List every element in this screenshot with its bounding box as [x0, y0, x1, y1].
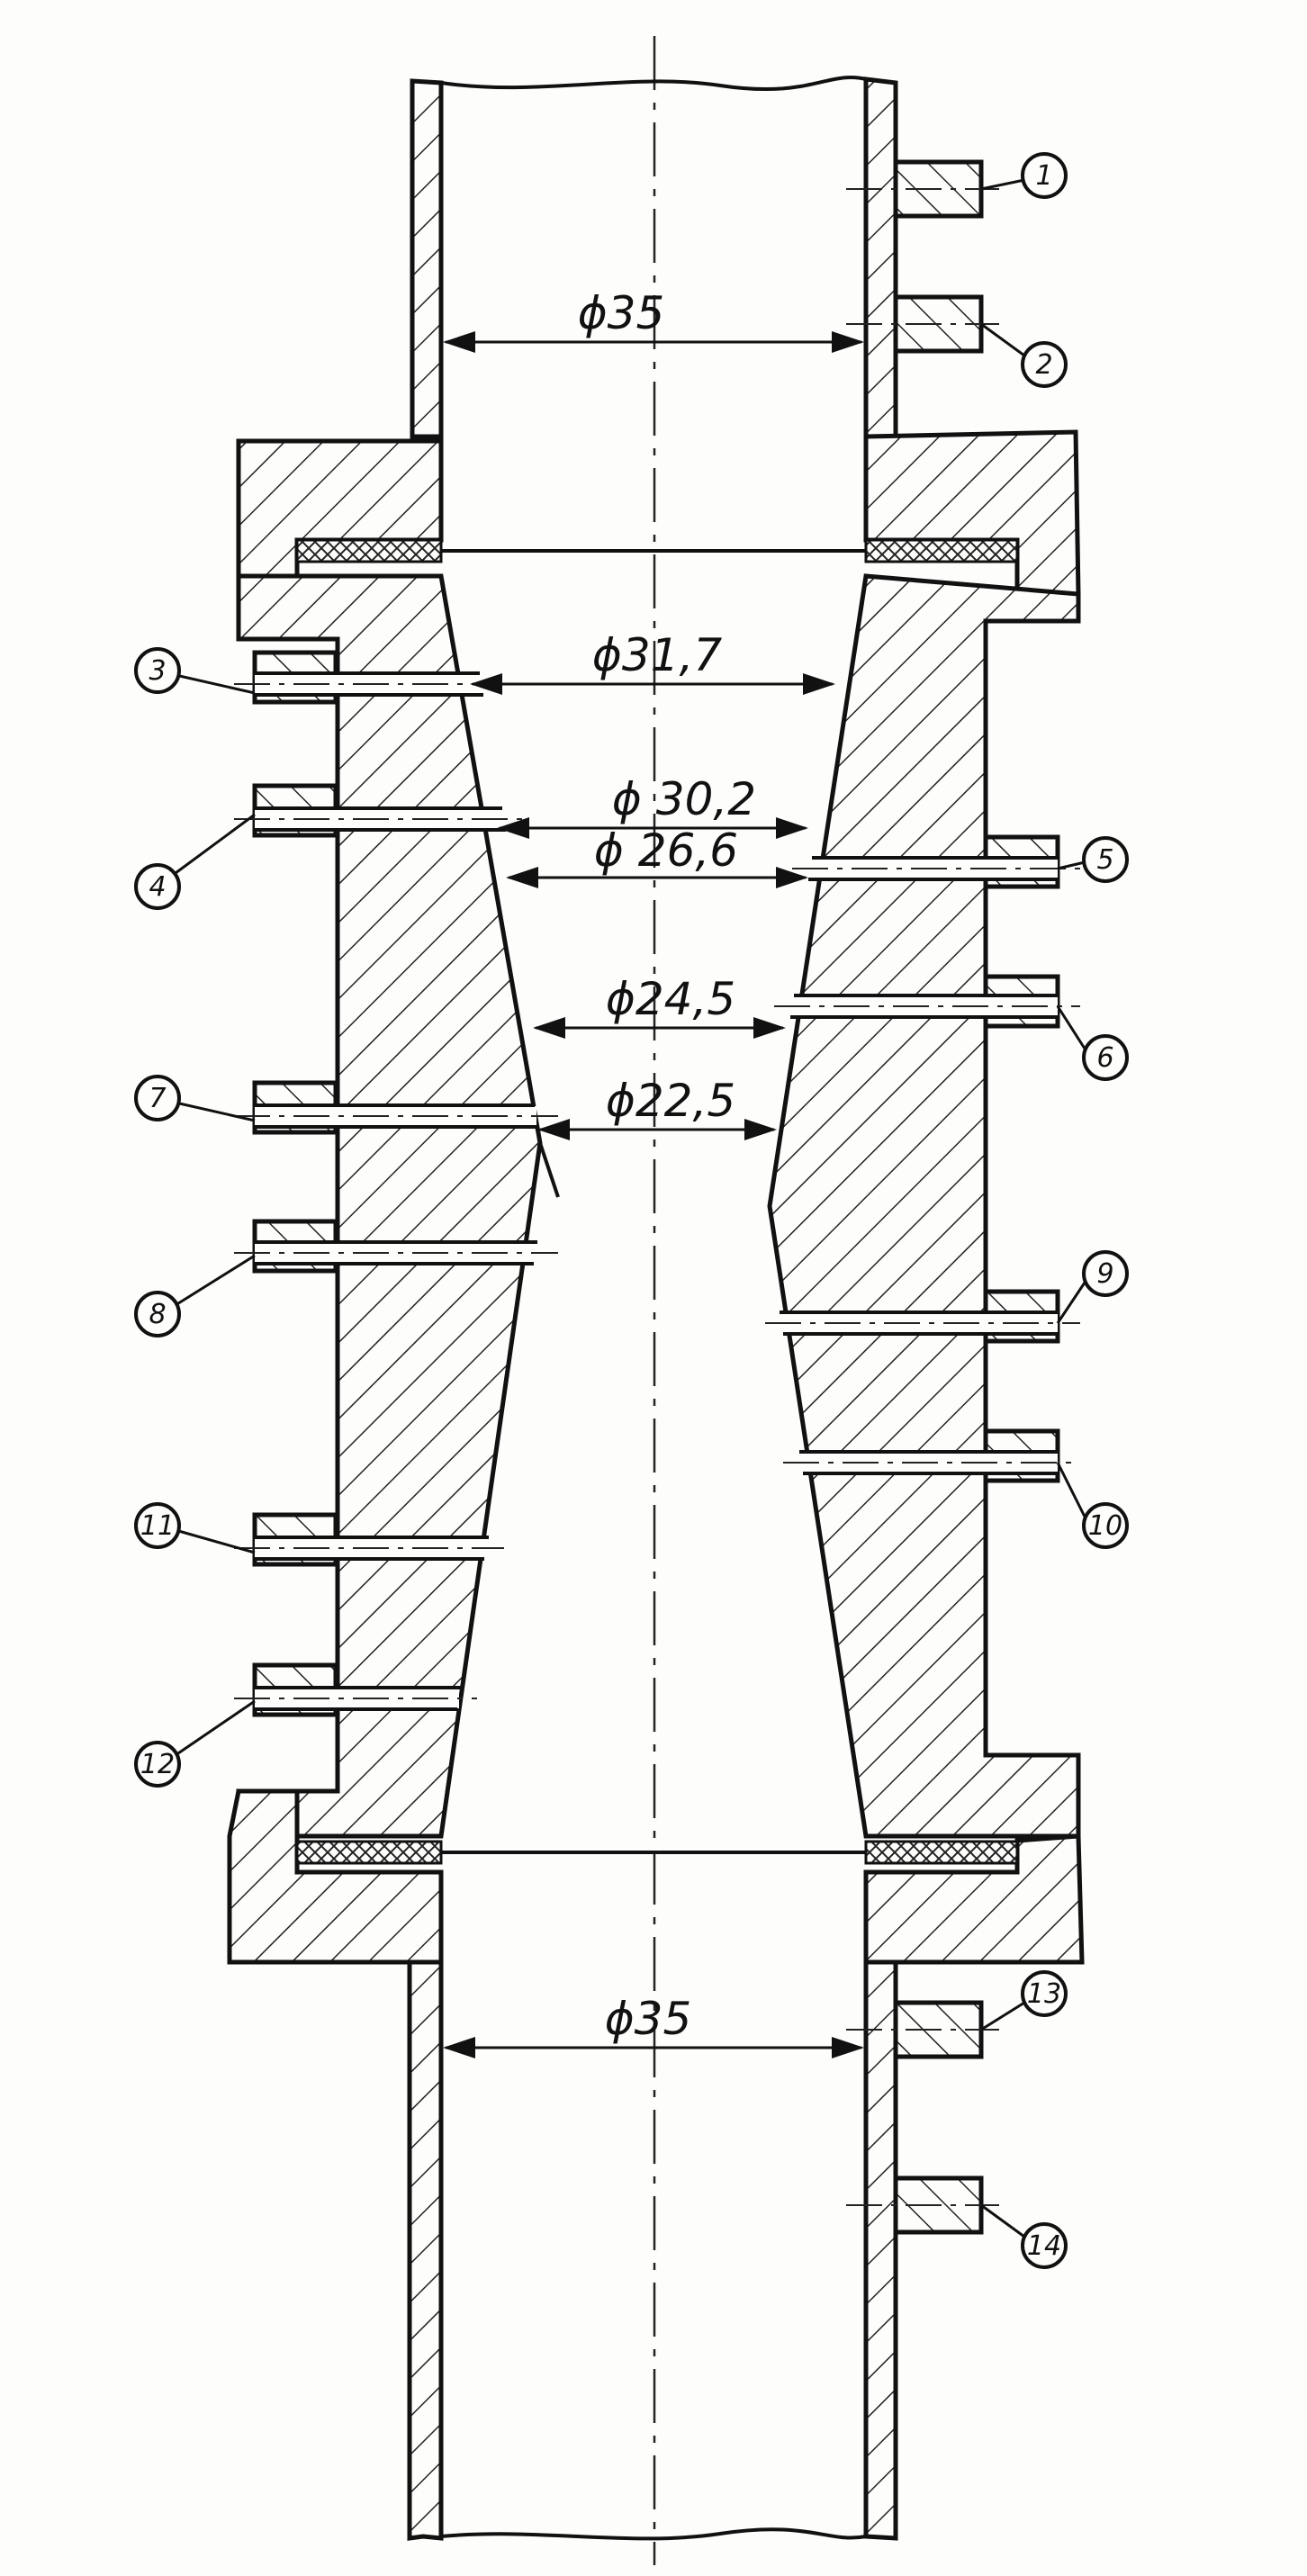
balloon-5: [1082, 836, 1129, 883]
port-balloons: [134, 152, 1129, 2269]
lower-pipe-wall-right: [863, 1959, 898, 2541]
tap-bore-edges: [255, 671, 1058, 1711]
balloon-label-2: 2: [1035, 349, 1052, 381]
balloon-12: [134, 1741, 181, 1788]
balloon-label-9: 9: [1096, 1258, 1113, 1290]
balloon-11: [134, 1502, 181, 1549]
balloon-6: [1082, 1034, 1129, 1081]
upper-pipe-top-edge: [440, 76, 867, 92]
balloon-label-1: 1: [1035, 160, 1052, 192]
balloon-label-7: 7: [149, 1083, 166, 1114]
balloon-10: [1082, 1502, 1129, 1549]
tap-centerlines: [234, 188, 1080, 2206]
balloon-label-12: 12: [140, 1749, 175, 1780]
dim-label-d1: ϕ35: [578, 287, 665, 339]
lower-gasket-right: [864, 1840, 1019, 1865]
balloon-7: [134, 1075, 181, 1121]
balloon-label-8: 8: [149, 1299, 166, 1330]
balloon-label-4: 4: [149, 871, 166, 903]
balloon-label-13: 13: [1027, 1978, 1061, 2010]
dim-label-d3: ϕ 30,2: [612, 773, 756, 825]
dim-label-d2: ϕ31,7: [592, 629, 723, 681]
port-balloon-labels: 1 2 3 4 5 6 7 8 9 10 11 12 13 14: [140, 160, 1122, 2262]
balloon-label-5: 5: [1096, 844, 1113, 876]
balloon-1: [1021, 152, 1068, 199]
lower-flange-left: [227, 1788, 444, 1965]
balloon-13: [1021, 1970, 1068, 2017]
upper-pipe-wall-right: [863, 77, 898, 439]
upper-gasket-right: [864, 538, 1019, 563]
balloon-2: [1021, 341, 1068, 388]
throat-line: [538, 1142, 560, 1198]
upper-flange-right: [863, 429, 1081, 597]
upper-pipe-wall-left: [410, 78, 444, 439]
balloon-label-11: 11: [140, 1510, 175, 1542]
upper-gasket-left: [295, 538, 443, 563]
dimension-labels: ϕ35 ϕ31,7 ϕ 30,2 ϕ 26,6 ϕ24,5 ϕ22,5 ϕ35: [578, 287, 756, 2045]
dim-label-d6: ϕ22,5: [606, 1075, 735, 1127]
balloon-leaders: [175, 178, 1086, 2238]
dimension-lines: [443, 331, 864, 2058]
dim-label-d4: ϕ 26,6: [594, 824, 738, 877]
balloon-14: [1021, 2222, 1068, 2269]
lower-pipe-wall-left: [407, 1959, 444, 2541]
dim-label-d7: ϕ35: [605, 1993, 692, 2045]
lower-pipe-bottom-edge: [440, 2527, 867, 2541]
balloon-label-14: 14: [1027, 2230, 1061, 2262]
balloon-4: [134, 863, 181, 910]
balloon-label-3: 3: [149, 655, 166, 687]
balloon-3: [134, 647, 181, 694]
venturi-body-left: [236, 573, 543, 1839]
dim-label-d5: ϕ24,5: [606, 973, 735, 1025]
balloon-label-10: 10: [1088, 1510, 1122, 1542]
balloon-9: [1082, 1250, 1129, 1297]
lower-gasket-left: [295, 1840, 443, 1865]
balloon-label-6: 6: [1096, 1042, 1113, 1074]
venturi-body-right: [767, 573, 1081, 1839]
balloon-8: [134, 1291, 181, 1338]
